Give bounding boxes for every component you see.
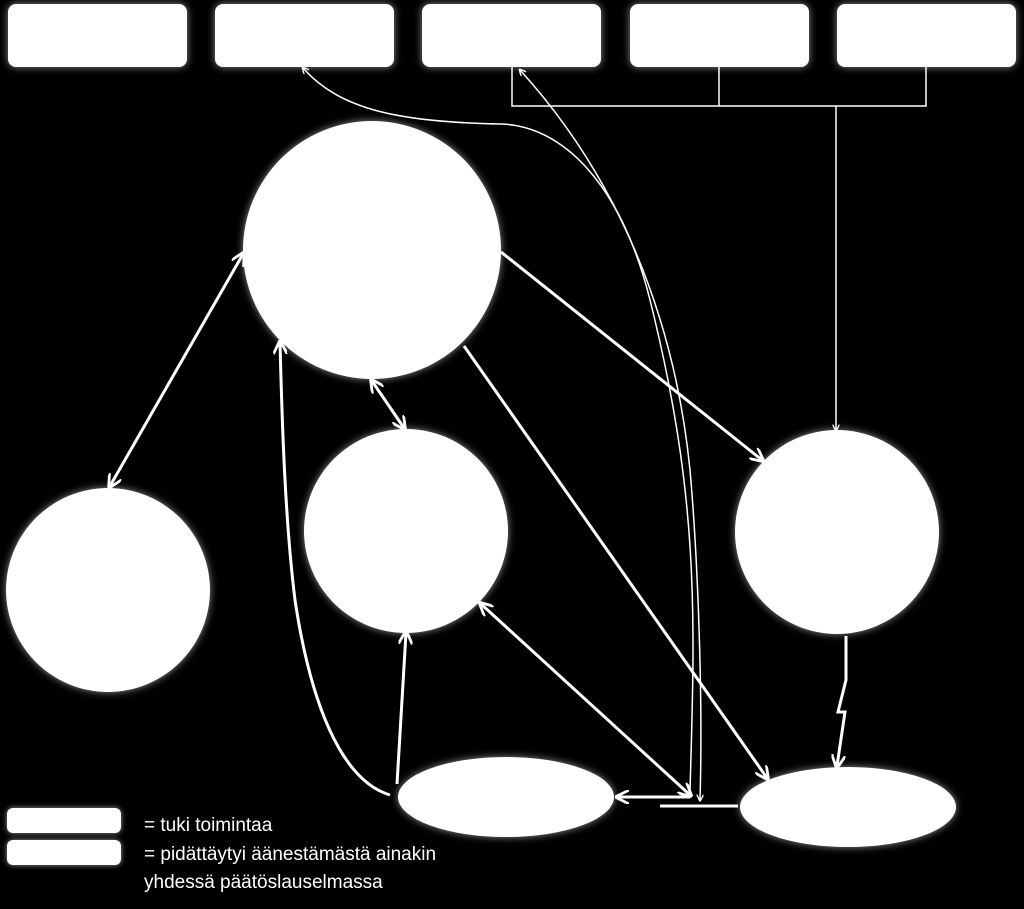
node-ellipse-right	[740, 767, 956, 847]
node-circle-middle	[304, 429, 508, 633]
legend-label-abstain-cont: yhdessä päätöslauselmassa	[144, 872, 383, 893]
legend-label-abstain: = pidättäytyi äänestämästä ainakin	[144, 844, 437, 865]
top-box-4	[630, 4, 809, 67]
thick-arrows	[110, 252, 848, 808]
top-box-5	[837, 4, 1016, 67]
top-box-2	[215, 4, 394, 67]
node-circle-right	[735, 430, 939, 634]
node-circle-left	[6, 488, 210, 692]
legend-swatch-abstain	[7, 840, 121, 865]
legend-swatch-support	[7, 808, 121, 833]
node-ellipse-left	[398, 757, 614, 837]
bracket-connector	[511, 67, 927, 430]
top-box-1	[8, 4, 187, 67]
node-circle-top	[243, 121, 501, 379]
top-box-3	[422, 4, 601, 67]
legend-label-support: = tuki toimintaa	[144, 815, 273, 836]
